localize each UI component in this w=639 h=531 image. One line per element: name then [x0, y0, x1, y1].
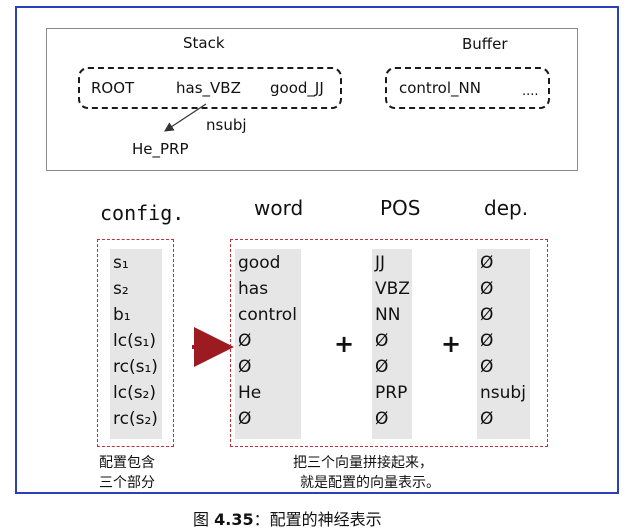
word-column — [235, 249, 301, 439]
pos-cell: Ø — [375, 331, 389, 351]
pos-cell: JJ — [375, 253, 386, 273]
word-cell: Ø — [238, 409, 252, 429]
dep-cell: Ø — [480, 305, 494, 325]
dep-cell: Ø — [480, 253, 494, 273]
word-cell: Ø — [238, 357, 252, 377]
config-header: config. — [100, 201, 185, 225]
plus-sign: + — [334, 330, 355, 358]
config-cell: rc(s₁) — [113, 357, 158, 377]
vector-box — [230, 239, 548, 447]
word-cell: He — [238, 383, 262, 403]
word-cell: control — [238, 305, 297, 325]
config-cell: lc(s₂) — [113, 383, 157, 403]
pos-column — [372, 249, 412, 439]
buffer-token-control: control_NN — [399, 79, 481, 97]
caption-number: 4.35 — [214, 510, 254, 529]
config-box — [97, 239, 174, 447]
dependent-token: He_PRP — [132, 140, 189, 158]
buffer-title: Buffer — [462, 35, 508, 53]
stack-box — [78, 67, 342, 109]
dep-cell: Ø — [480, 331, 494, 351]
dep-cell: Ø — [480, 279, 494, 299]
pos-cell: NN — [375, 305, 401, 325]
dep-cell: nsubj — [480, 383, 526, 403]
word-cell: has — [238, 279, 269, 299]
buffer-ellipsis: .... — [522, 84, 539, 99]
buffer-box — [385, 67, 550, 109]
plus-sign: + — [441, 330, 462, 358]
config-column — [110, 249, 162, 439]
stack-title: Stack — [183, 34, 225, 52]
figure-caption: 图 4.35：配置的神经表示 — [193, 506, 382, 530]
config-cell: lc(s₁) — [113, 331, 157, 351]
dep-cell: Ø — [480, 409, 494, 429]
caption-text: ：配置的神经表示 — [253, 510, 382, 529]
stack-token-good: good_JJ — [270, 79, 324, 97]
stack-token-has: has_VBZ — [176, 79, 241, 97]
stack-token-root: ROOT — [91, 79, 135, 97]
pos-cell: Ø — [375, 409, 389, 429]
dep-header: dep. — [484, 196, 529, 220]
dep-column — [477, 249, 530, 439]
note-right-line1: 把三个向量拼接起来， — [293, 455, 433, 471]
config-cell: rc(s₂) — [113, 409, 158, 429]
nsubj-arc — [163, 103, 207, 132]
pos-cell: VBZ — [375, 279, 410, 299]
config-cell: b₁ — [113, 305, 131, 325]
config-cell: s₁ — [113, 253, 129, 273]
arc-label: nsubj — [206, 116, 247, 134]
note-right-line2: 就是配置的向量表示。 — [300, 475, 440, 491]
word-cell: Ø — [238, 331, 252, 351]
note-left-line1: 配置包含 — [99, 455, 155, 471]
figure-frame — [15, 6, 619, 494]
pos-cell: Ø — [375, 357, 389, 377]
caption-prefix: 图 — [193, 510, 210, 529]
stack-buffer-panel — [46, 28, 578, 171]
word-header: word — [254, 196, 304, 220]
word-cell: good — [238, 253, 281, 273]
pos-header: POS — [380, 196, 421, 220]
note-left-line2: 三个部分 — [99, 475, 155, 491]
config-cell: s₂ — [113, 279, 129, 299]
pos-cell: PRP — [375, 383, 408, 403]
dep-cell: Ø — [480, 357, 494, 377]
